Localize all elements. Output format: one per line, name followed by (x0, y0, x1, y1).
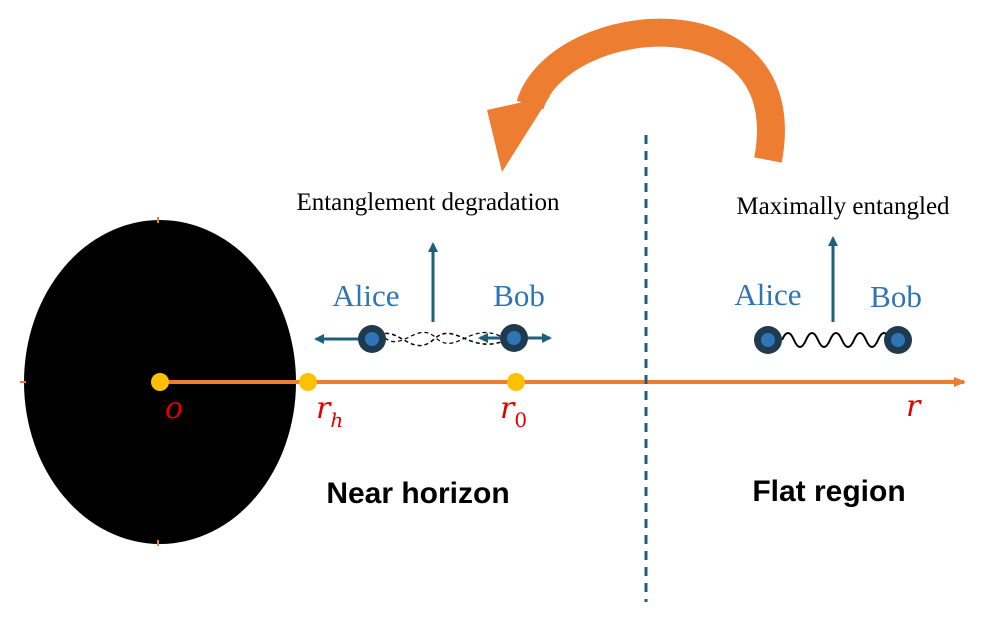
horizon-radius-label: rh (316, 391, 343, 432)
flat-alice-label: Alice (734, 277, 801, 312)
origin-point (151, 373, 169, 391)
maximally-entangled-caption: Maximally entangled (736, 193, 950, 220)
radial-axis-label: r (906, 389, 922, 424)
flat-bob-particle-core (891, 333, 905, 347)
initial-radius-point (507, 373, 525, 391)
flat-bob-label: Bob (870, 279, 922, 314)
near-alice-label: Alice (332, 278, 399, 313)
near-dashed-wave-link-alt (384, 331, 501, 344)
initial-radius-label: r0 (500, 391, 527, 432)
near-dashed-wave-link (372, 332, 514, 347)
transition-curved-arrow (516, 18, 785, 163)
transition-arrow-head (487, 96, 550, 172)
near-bob-particle-core (507, 331, 521, 345)
flat-alice-particle-core (761, 333, 775, 347)
flat-region-title: Flat region (752, 475, 905, 508)
near-horizon-title: Near horizon (326, 477, 509, 510)
entanglement-degradation-caption: Entanglement degradation (296, 189, 560, 216)
flat-wave-link (781, 332, 903, 348)
near-alice-particle-core (365, 332, 379, 346)
horizon-point (299, 373, 317, 391)
near-bob-label: Bob (493, 278, 545, 313)
origin-label: o (165, 391, 183, 426)
